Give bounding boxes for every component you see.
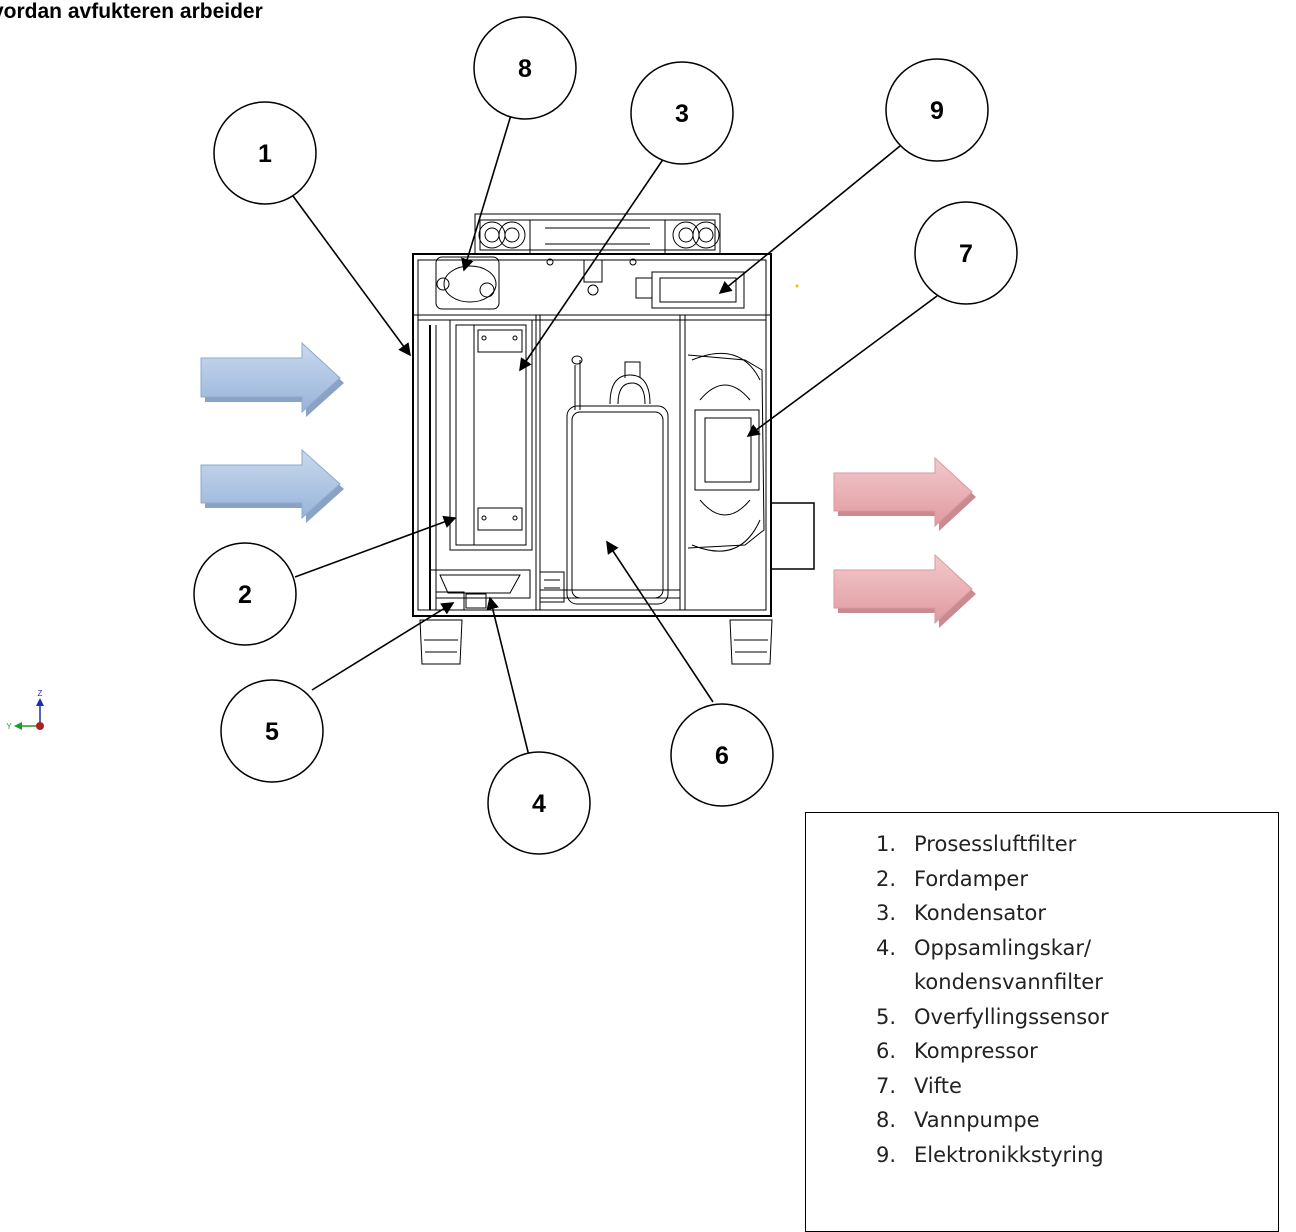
leader-line-5 <box>311 602 455 691</box>
top-handle-assembly <box>474 213 721 255</box>
leader-line-4 <box>486 596 531 761</box>
legend-label: Overfyllingssensor <box>914 1004 1109 1029</box>
callout-3: 3 <box>630 61 734 165</box>
legend-label: Vannpumpe <box>914 1108 1040 1132</box>
callout-8: 8 <box>473 16 577 120</box>
callouts: 1 2 3 4 5 6 7 8 <box>193 16 1018 855</box>
legend-item: 8. Vannpumpe <box>876 1103 1234 1138</box>
legend-list: 1. Prosessluftfilter 2. Fordamper 3. Konden… <box>876 827 1234 1172</box>
callout-number: 9 <box>930 97 944 125</box>
legend-label: Oppsamlingskar/ kondensvannfilter <box>914 935 1103 995</box>
leader-line-7 <box>746 295 938 437</box>
callout-number: 1 <box>258 140 272 168</box>
inlet-air-arrow-top <box>200 341 344 417</box>
legend-item: 4. Oppsamlingskar/ kondensvannfilter <box>876 931 1234 1000</box>
page-title: vordan avfukteren arbeider <box>0 0 263 23</box>
leader-line-8 <box>461 114 512 272</box>
legend-number: 6. <box>876 1039 897 1063</box>
callout-9: 9 <box>885 58 989 162</box>
legend-number: 3. <box>876 901 897 925</box>
callout-4: 4 <box>487 751 591 855</box>
legend-item: 7. Vifte <box>876 1069 1234 1104</box>
callout-2: 2 <box>193 542 297 646</box>
callout-7: 7 <box>914 201 1018 305</box>
legend-item: 5. Overfyllingssensor <box>876 1000 1234 1035</box>
leader-line-2 <box>294 515 457 578</box>
inlet-air-arrow-bottom <box>200 448 344 523</box>
legend-box: 1. Prosessluftfilter 2. Fordamper 3. Konden… <box>805 812 1279 1232</box>
legend-number: 4. <box>876 935 897 960</box>
legend-label: Vifte <box>914 1073 962 1098</box>
leader-line-9 <box>718 145 901 295</box>
legend-label: Elektronikkstyring <box>914 1142 1104 1167</box>
leader-line-6 <box>606 540 714 703</box>
axis-triad: Z Y <box>6 689 44 731</box>
axis-label-z: Z <box>38 689 43 698</box>
machine-drawing <box>412 213 815 665</box>
legend-label: Prosessluftfilter <box>914 832 1077 856</box>
outlet-air-arrow-top <box>833 456 976 531</box>
callout-number: 8 <box>518 55 532 83</box>
callout-number: 6 <box>715 742 729 770</box>
legend-number: 5. <box>876 1004 897 1029</box>
callout-6: 6 <box>670 703 774 807</box>
axis-label-y: Y <box>6 722 12 731</box>
leader-line-1 <box>292 195 411 357</box>
legend-item: 3. Kondensator <box>876 896 1234 931</box>
legend-item: 6. Kompressor <box>876 1034 1234 1069</box>
legend-number: 8. <box>876 1108 897 1132</box>
callout-number: 2 <box>238 581 252 609</box>
legend-item: 9. Elektronikkstyring <box>876 1138 1234 1173</box>
legend-number: 7. <box>876 1073 897 1098</box>
marker-dot <box>795 284 799 288</box>
callout-number: 5 <box>265 718 279 746</box>
legend-number: 2. <box>876 866 897 891</box>
callout-5: 5 <box>220 679 324 783</box>
legend-label: Kompressor <box>914 1039 1038 1063</box>
callout-number: 3 <box>675 100 689 128</box>
leader-lines <box>292 114 938 761</box>
legend-item: 1. Prosessluftfilter <box>876 827 1234 862</box>
leader-line-3 <box>519 157 665 372</box>
callout-number: 7 <box>959 240 973 268</box>
legend-item: 2. Fordamper <box>876 862 1234 897</box>
legend-label: Kondensator <box>914 901 1046 925</box>
callout-number: 4 <box>532 790 546 818</box>
legend-number: 1. <box>876 832 897 856</box>
legend-number: 9. <box>876 1142 897 1167</box>
callout-1: 1 <box>213 101 317 205</box>
outlet-air-arrow-bottom <box>833 553 976 628</box>
legend-label: Fordamper <box>914 866 1028 891</box>
